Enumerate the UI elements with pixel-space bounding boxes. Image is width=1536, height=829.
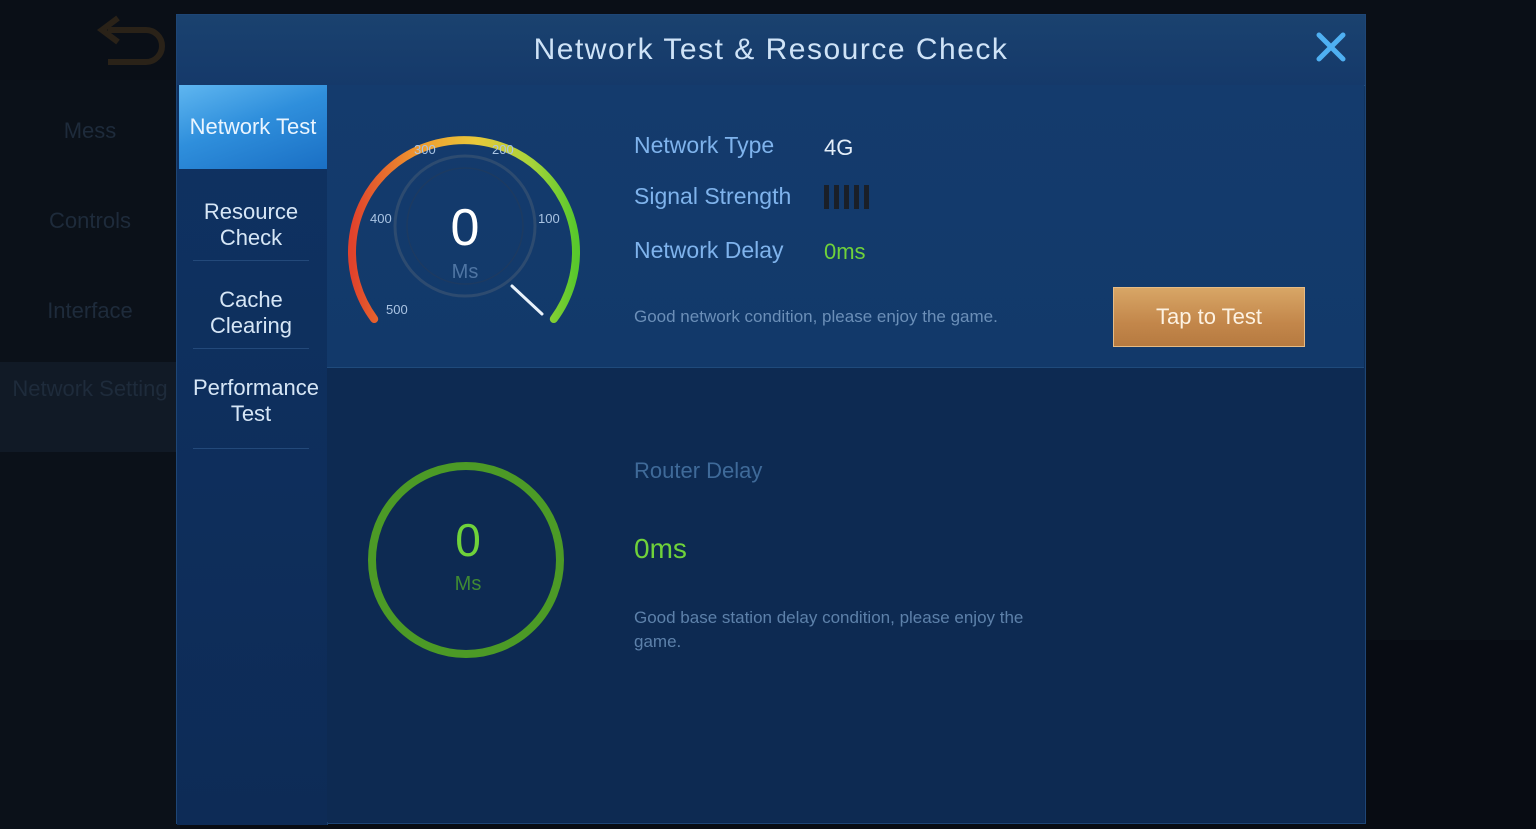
- tab-network-test[interactable]: Network Test: [179, 85, 327, 169]
- router-ring-value: 0: [455, 514, 481, 566]
- tab-resource-check[interactable]: Resource Check: [193, 185, 309, 261]
- background-sidebar-item: Network Setting: [0, 362, 180, 452]
- background-sidebar-item: Controls: [49, 208, 131, 233]
- network-status-note: Good network condition, please enjoy the…: [634, 307, 998, 326]
- dialog-tabs: Network Test Resource Check Cache Cleari…: [177, 85, 328, 825]
- signal-strength-label: Signal Strength: [634, 183, 792, 209]
- gauge-needle: [510, 284, 544, 316]
- gauge-tick: 100: [538, 211, 560, 226]
- router-delay-value: 0ms: [634, 533, 687, 564]
- router-status-note: Good base station delay condition, pleas…: [634, 608, 1024, 651]
- background-sidebar-item: Mess: [63, 118, 117, 143]
- tap-to-test-button[interactable]: Tap to Test: [1113, 287, 1305, 347]
- gauge-tick: 200: [492, 142, 514, 157]
- router-ring-unit: Ms: [455, 573, 482, 595]
- background-sidebar-item: Interface: [47, 298, 133, 323]
- gauge-inner-ring: [393, 154, 537, 298]
- network-delay-label: Network Delay: [634, 237, 784, 263]
- gauge-unit: Ms: [452, 261, 479, 283]
- background-content: [1366, 80, 1536, 640]
- dialog-titlebar: Network Test & Resource Check: [177, 15, 1365, 86]
- router-delay-label: Router Delay: [634, 458, 763, 483]
- background-sidebar: Mess Controls Interface Network Setting: [0, 80, 180, 829]
- dialog-title: Network Test & Resource Check: [533, 33, 1009, 66]
- close-icon[interactable]: [1311, 27, 1351, 67]
- gauge-tick: 300: [414, 142, 436, 157]
- gauge-tick: 500: [386, 302, 408, 317]
- network-type-value: 4G: [824, 135, 854, 160]
- network-type-label: Network Type: [634, 132, 775, 158]
- back-arrow-icon[interactable]: [88, 14, 168, 70]
- router-panel: [327, 368, 1364, 822]
- tab-cache-clearing[interactable]: Cache Clearing: [193, 273, 309, 349]
- signal-strength-bars-icon: [824, 185, 884, 211]
- network-delay-value: 0ms: [824, 239, 866, 264]
- gauge-arc: [348, 136, 580, 323]
- gauge-tick: 400: [370, 211, 392, 226]
- router-ring: [368, 462, 564, 658]
- gauge-value: 0: [451, 199, 480, 257]
- delay-gauge: 500 400 300 200 100 0 Ms: [348, 136, 580, 323]
- router-delay-ring: 0 Ms: [368, 462, 564, 658]
- tab-performance-test[interactable]: Performance Test: [193, 361, 319, 449]
